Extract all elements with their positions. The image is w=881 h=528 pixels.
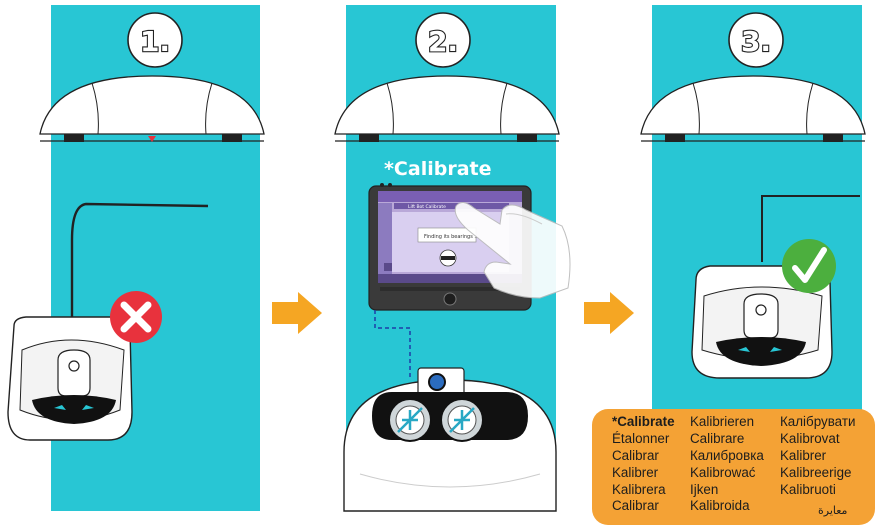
arrow-right-icon xyxy=(272,292,322,334)
translation-item: Kalibruoti xyxy=(780,481,836,497)
arrow-right-icon xyxy=(584,292,634,334)
translation-item: *Calibrate xyxy=(612,414,675,429)
hand-pointer xyxy=(454,202,571,299)
step-1-number: 1. xyxy=(140,25,170,58)
calibrate-title: *Calibrate xyxy=(384,158,492,180)
translations-box xyxy=(592,409,875,525)
robot-step-2 xyxy=(343,367,557,512)
step-1-badge: 1. xyxy=(127,12,183,68)
wire-step-3 xyxy=(761,195,860,262)
error-x-icon xyxy=(110,291,162,343)
tablet-header: Lift Bot Calibrate xyxy=(408,204,446,210)
robot-step-1 xyxy=(7,202,209,441)
translation-item: Калибровка xyxy=(690,447,764,463)
translation-item: Ijken xyxy=(690,481,719,497)
success-check-icon xyxy=(782,239,836,293)
translation-item: Calibrar xyxy=(612,498,659,514)
step-3-number: 3. xyxy=(741,25,771,58)
step-3-badge: 3. xyxy=(728,12,784,68)
translation-item: Étalonner xyxy=(612,430,670,446)
translation-item: Kalibroida xyxy=(690,498,750,514)
translation-arabic: معايرة xyxy=(818,504,848,517)
step-2-badge: 2. xyxy=(415,12,471,68)
robot-step-3 xyxy=(691,265,833,379)
translation-item: Kalibrieren xyxy=(690,414,755,429)
translation-item: Kalibrer xyxy=(612,464,659,480)
translation-item: Calibrar xyxy=(612,447,659,463)
dock-top-3 xyxy=(640,75,866,142)
translation-item: Kalibrera xyxy=(612,481,666,497)
dock-top-2 xyxy=(334,75,560,142)
translation-item: Kalibrować xyxy=(690,464,756,480)
dock-top-1 xyxy=(39,75,265,142)
translation-item: Calibrare xyxy=(690,430,745,446)
step-2-number: 2. xyxy=(428,25,458,58)
translation-item: Kalibrovat xyxy=(780,430,840,446)
translation-item: Калібрувати xyxy=(780,414,856,429)
tablet-link-line xyxy=(374,310,411,380)
translation-item: Kalibreerige xyxy=(780,464,852,480)
translation-item: Kalibrer xyxy=(780,447,827,463)
tablet-dialog: Finding its bearings ... xyxy=(424,234,480,240)
